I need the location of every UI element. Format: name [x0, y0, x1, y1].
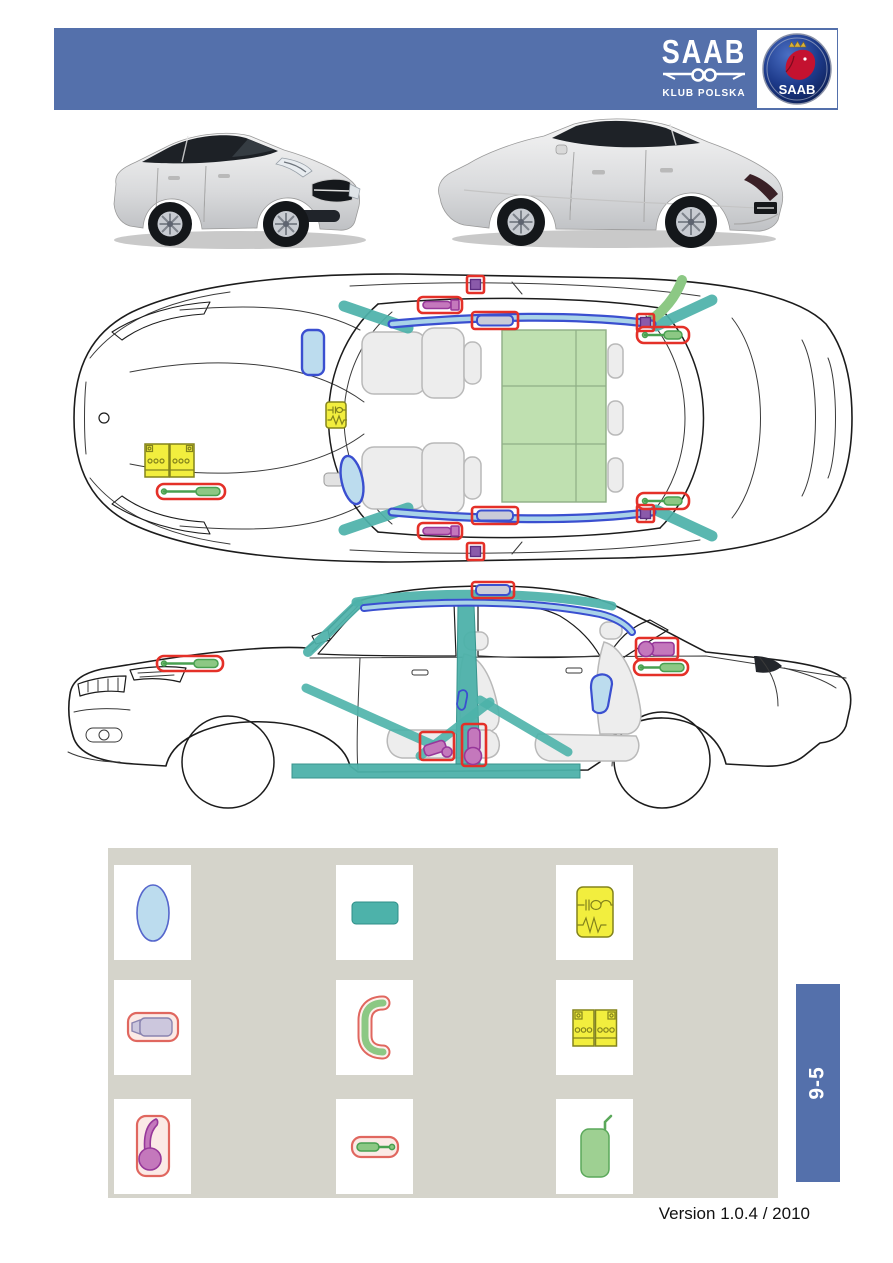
hood-gas-strut: [155, 482, 227, 501]
saab-badge: SAAB: [757, 30, 837, 108]
passenger-airbag: [300, 328, 326, 377]
taillight: [744, 174, 778, 201]
curtain-airbag-left: [387, 312, 657, 329]
battery-icon: [144, 443, 195, 478]
trunk-gas-strut-side: [632, 658, 690, 677]
page-section-tab: 9-5: [796, 984, 840, 1182]
curtain-airbag-side: [360, 598, 636, 636]
body-reinforcement-icon: [351, 901, 398, 924]
page-section-label: 9-5: [805, 1066, 829, 1100]
belt-anchor-right: [465, 541, 486, 562]
gas-strut-icon: [350, 1135, 399, 1158]
griffin-icon: [785, 49, 816, 80]
legend-cell: [114, 865, 191, 960]
front-door-beam: [301, 683, 445, 753]
legend-cell: [114, 1099, 191, 1194]
fuel-tank-icon: [579, 1114, 612, 1178]
diagram-top-view: [73, 273, 853, 563]
front-wheel: [497, 198, 545, 246]
side-airbag: [589, 673, 614, 715]
driver-seat: [361, 442, 482, 514]
trunk-gas-strut-left: [635, 325, 691, 345]
rear-wheel: [148, 202, 192, 246]
crown-icon: [788, 40, 807, 48]
belt-anchor-left: [465, 274, 486, 295]
aeroplane-wings-icon: [663, 68, 745, 82]
curved-gas-strut-icon: [357, 995, 390, 1059]
control-unit-icon: [575, 885, 614, 938]
front-pretensioner-b: [460, 722, 488, 768]
version-text: Version 1.0.4 / 2010: [658, 1204, 810, 1223]
rear-bench-seat: [501, 329, 624, 503]
front-passenger-seat: [361, 327, 482, 399]
seatbelt-pretensioner-icon: [135, 1114, 170, 1177]
saab-griffin-badge-icon: SAAB: [762, 33, 832, 105]
curtain-inflator-left: [470, 310, 520, 331]
badge-label: SAAB: [779, 82, 816, 97]
front-wheel: [263, 201, 309, 247]
hood-gas-strut-side: [155, 654, 225, 673]
curtain-inflator-right: [470, 505, 520, 526]
legend-panel: [108, 848, 778, 1198]
legend-cell: [556, 865, 633, 960]
taillight: [754, 656, 782, 673]
srs-control-unit-icon: [325, 401, 348, 429]
driver-airbag: [339, 454, 365, 506]
header-bar: SAAB KLUB POLSKA: [54, 28, 838, 110]
diagram-side-view: [67, 580, 852, 809]
a-pillar-reinforcement: [303, 599, 363, 657]
pretensioner-left: [416, 295, 464, 315]
car-photo-rear-three-quarter: [438, 118, 784, 248]
legend-cell: [336, 1099, 413, 1194]
c-pillar-reinforcement-right: [650, 504, 718, 542]
belt-guide: [456, 689, 469, 711]
front-pretensioner-a: [418, 730, 456, 762]
legend-cell: [336, 980, 413, 1075]
club-logo-subtitle: KLUB POLSKA: [662, 88, 746, 99]
curtain-airbag-right: [387, 507, 657, 524]
legend-cell: [114, 980, 191, 1075]
front-wheel-outline: [181, 715, 275, 809]
battery-icon: [571, 1008, 617, 1047]
legend-cell: [556, 980, 633, 1075]
club-logo-title: SAAB: [661, 33, 747, 71]
rear-seat-side: [534, 621, 642, 762]
sill-reinforcement: [291, 763, 581, 779]
car-photo-front-three-quarter: [113, 132, 366, 249]
legend-cell: [336, 865, 413, 960]
curtain-inflator-side: [470, 580, 516, 600]
airbag-icon: [135, 883, 170, 942]
saab-klub-polska-logo: SAAB KLUB POLSKA: [661, 33, 747, 99]
legend-cell: [556, 1099, 633, 1194]
greenhouse-glass: [552, 120, 700, 148]
trunk-gas-strut-right: [635, 491, 691, 511]
gas-inflator-icon: [126, 1011, 179, 1042]
rear-door-beam: [475, 695, 573, 757]
greenhouse-glass: [142, 135, 278, 164]
pretensioner-right: [416, 521, 464, 541]
c-pillar-reinforcement-left: [650, 294, 718, 332]
trunk-curved-strut: [643, 275, 687, 327]
rear-wheel: [665, 196, 717, 248]
